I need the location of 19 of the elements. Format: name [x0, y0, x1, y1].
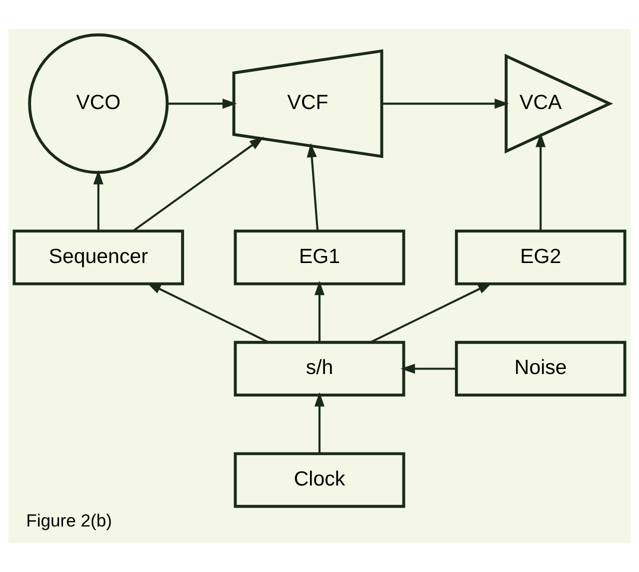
node-box: Sequencer	[12, 230, 184, 286]
node-box: Noise	[454, 340, 626, 397]
arrow	[314, 280, 325, 342]
arrow	[168, 98, 237, 109]
arrow	[382, 98, 509, 109]
node-box: EG1	[234, 230, 406, 286]
arrow	[306, 142, 319, 232]
arrow	[314, 392, 325, 454]
node-circle: VCO	[28, 33, 169, 174]
arrow	[536, 132, 546, 232]
arrow	[146, 282, 269, 344]
arrow	[370, 282, 492, 344]
arrow	[400, 364, 456, 374]
arrow	[132, 136, 264, 232]
caption: Figure 2(b)	[26, 510, 112, 530]
node-box: Clock	[234, 452, 406, 508]
arrow	[93, 170, 104, 232]
node-box: EG2	[454, 230, 626, 286]
node-box: s/h	[234, 340, 406, 397]
